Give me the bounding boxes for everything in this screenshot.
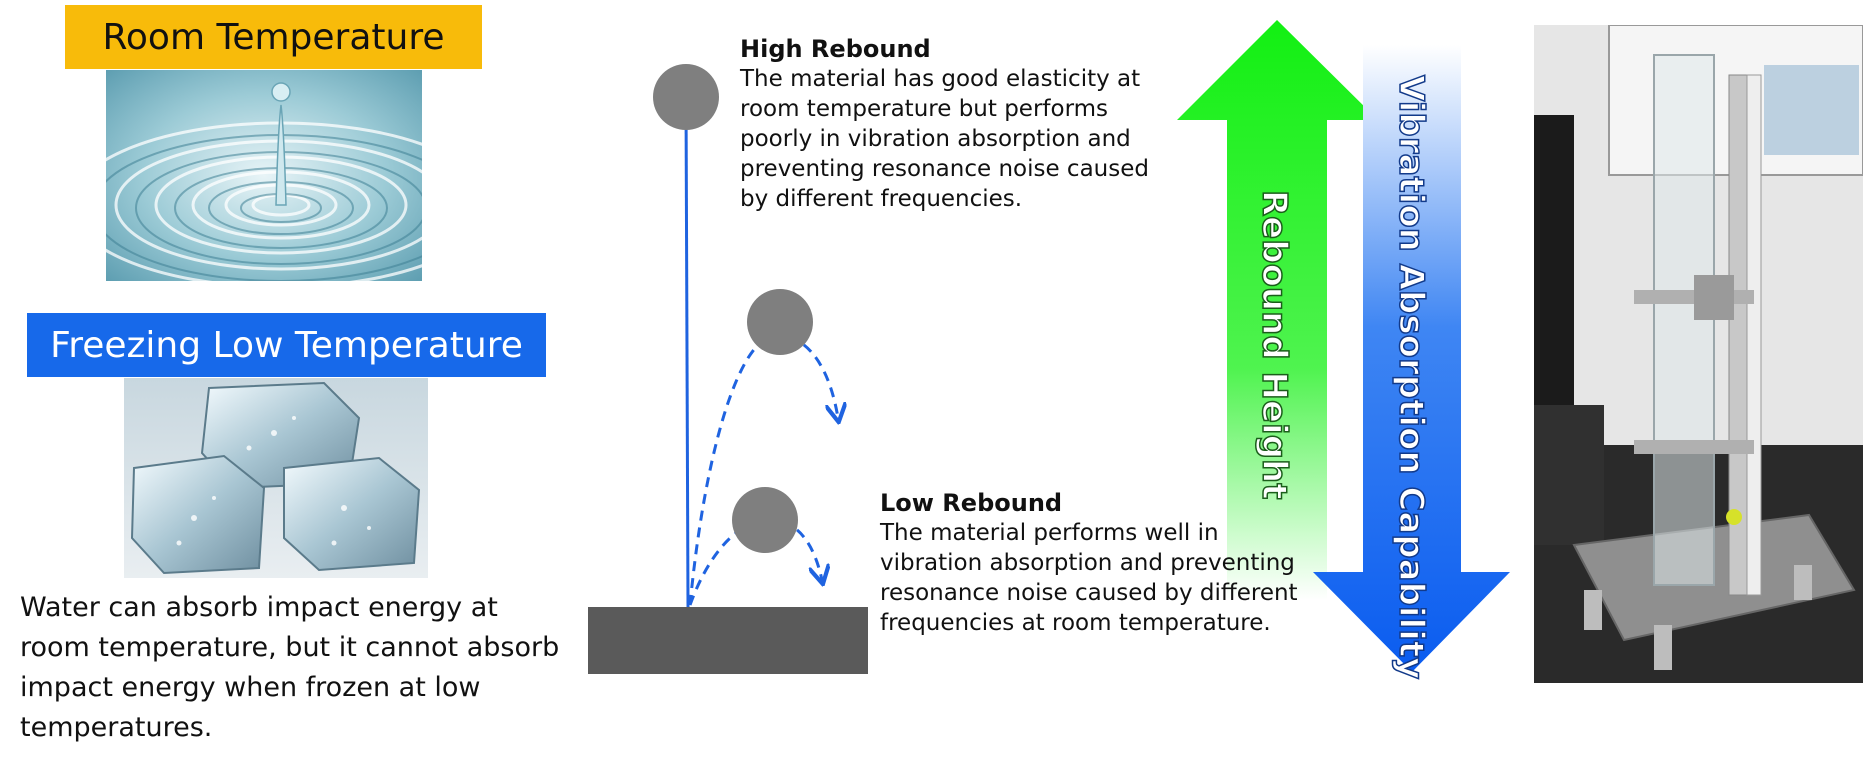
low-rebound-description: The material performs well in vibration … — [880, 520, 1298, 636]
rebound-height-arrow — [1177, 20, 1378, 600]
drop-trajectory-line — [684, 97, 690, 608]
room-temperature-label: Room Temperature — [65, 5, 482, 69]
ground-block — [588, 607, 868, 674]
freezing-low-temperature-label: Freezing Low Temperature — [27, 313, 546, 377]
ice-cubes-photo — [124, 378, 428, 578]
high-rebound-description: The material has good elasticity at room… — [740, 66, 1149, 212]
high-rebound-text-block: High Rebound The material has good elast… — [740, 34, 1180, 214]
low-rebound-title: Low Rebound — [880, 489, 1063, 517]
high-rebound-title: High Rebound — [740, 35, 931, 63]
ball-top — [653, 64, 719, 130]
vibration-absorption-label: Vibration Absorption Capability — [1391, 75, 1431, 679]
vibration-absorption-arrow — [1313, 45, 1510, 672]
low-rebound-text-block: Low Rebound The material performs well i… — [880, 488, 1310, 638]
ball-middle — [747, 289, 813, 355]
rebound-tester-photo — [1534, 25, 1863, 683]
high-bounce-trajectory — [688, 333, 838, 606]
water-drop-photo — [106, 70, 422, 281]
rebound-height-label: Rebound Height — [1254, 190, 1294, 500]
ball-bottom — [732, 487, 798, 553]
water-absorption-caption: Water can absorb impact energy at room t… — [20, 592, 560, 743]
